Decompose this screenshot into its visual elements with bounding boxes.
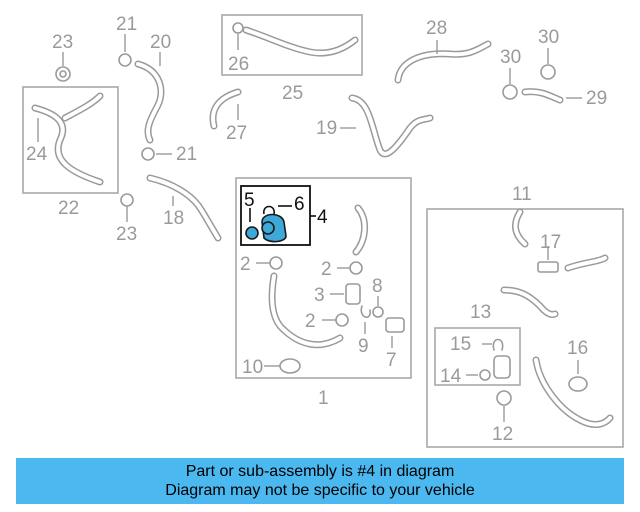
callout-11: 11 bbox=[512, 184, 532, 205]
callout-3: 3 bbox=[314, 285, 325, 306]
parts-diagram: 23 21 20 24 22 21 18 23 26 25 27 28 19 3… bbox=[22, 14, 624, 448]
cap-part-10 bbox=[264, 358, 301, 374]
clamp-part-2-c bbox=[322, 313, 349, 327]
hose-part-26 bbox=[232, 22, 359, 57]
group-box-1 bbox=[235, 177, 412, 379]
hose-part-24 bbox=[31, 92, 104, 186]
callout-6: 6 bbox=[294, 194, 305, 215]
pipe-part-19 bbox=[340, 94, 434, 158]
callout-14: 14 bbox=[440, 366, 462, 387]
callout-21-top: 21 bbox=[116, 14, 137, 35]
callout-17: 17 bbox=[540, 232, 561, 253]
callout-12: 12 bbox=[492, 424, 513, 445]
callout-10: 10 bbox=[242, 357, 263, 378]
callout-2-c: 2 bbox=[305, 311, 316, 332]
clamp-part-30b bbox=[502, 68, 518, 100]
callout-2-b: 2 bbox=[321, 259, 332, 280]
hose-part-29 bbox=[521, 88, 582, 104]
callout-19: 19 bbox=[316, 118, 337, 139]
highlight-clip-part-6 bbox=[263, 205, 275, 215]
highlight-seal-part-5 bbox=[245, 226, 259, 240]
callout-21-lower: 21 bbox=[176, 144, 197, 165]
clamp-part-23 bbox=[55, 52, 71, 82]
clamp-part-23-lower bbox=[120, 193, 134, 222]
callout-28: 28 bbox=[426, 18, 447, 39]
callout-5: 5 bbox=[244, 190, 255, 211]
group-box-25 bbox=[221, 14, 363, 76]
clamp-part-30 bbox=[540, 48, 556, 80]
clamp-part-21-top bbox=[118, 34, 132, 67]
pipe-part-18 bbox=[146, 174, 222, 242]
group-box-13 bbox=[434, 327, 521, 386]
clamp-part-12 bbox=[496, 390, 512, 422]
hose-part-20 bbox=[134, 52, 165, 144]
highlight-part-4-assembly bbox=[245, 205, 316, 243]
callout-27: 27 bbox=[226, 123, 247, 144]
callout-26: 26 bbox=[228, 54, 249, 75]
clip-part-9 bbox=[360, 305, 371, 334]
callout-13: 13 bbox=[470, 302, 491, 323]
callout-1: 1 bbox=[318, 388, 329, 409]
part-16 bbox=[568, 360, 588, 392]
group-box-11 bbox=[426, 208, 624, 448]
hose-part-27 bbox=[209, 88, 242, 130]
callout-30-left: 30 bbox=[500, 47, 521, 68]
part-14 bbox=[466, 355, 511, 381]
tee-part-17 bbox=[537, 246, 559, 273]
banner-line-1: Part or sub-assembly is #4 in diagram bbox=[185, 463, 455, 480]
clamp-part-21-lower bbox=[141, 147, 172, 161]
callout-16: 16 bbox=[567, 338, 588, 359]
callout-7: 7 bbox=[386, 350, 397, 371]
callout-8: 8 bbox=[372, 276, 383, 297]
callout-30-right: 30 bbox=[538, 27, 559, 48]
connector-part-3 bbox=[330, 283, 361, 305]
banner-line-2: Diagram may not be specific to your vehi… bbox=[165, 482, 475, 499]
part-15 bbox=[482, 338, 504, 351]
info-banner: Part or sub-assembly is #4 in diagram Di… bbox=[16, 458, 624, 504]
clamp-part-2-a bbox=[256, 256, 283, 270]
pipe-part-11 bbox=[500, 208, 614, 428]
clamp-part-2-b bbox=[337, 261, 363, 275]
callout-20: 20 bbox=[150, 32, 171, 53]
callout-15: 15 bbox=[450, 334, 471, 355]
seal-part-8 bbox=[372, 296, 384, 318]
callout-18: 18 bbox=[163, 208, 184, 229]
hose-part-28 bbox=[394, 40, 492, 84]
callout-2-a: 2 bbox=[240, 254, 251, 275]
callout-24: 24 bbox=[26, 144, 48, 165]
sensor-part-7 bbox=[385, 317, 405, 348]
callout-22: 22 bbox=[58, 198, 79, 219]
callout-25: 25 bbox=[282, 83, 303, 104]
group-box-22 bbox=[22, 86, 119, 194]
callout-9: 9 bbox=[358, 336, 369, 357]
hose-part-1-inner bbox=[268, 204, 368, 349]
callout-29: 29 bbox=[586, 88, 607, 109]
callout-23-top: 23 bbox=[52, 32, 73, 53]
callout-4: 4 bbox=[317, 207, 328, 228]
callout-23-lower: 23 bbox=[116, 224, 137, 245]
